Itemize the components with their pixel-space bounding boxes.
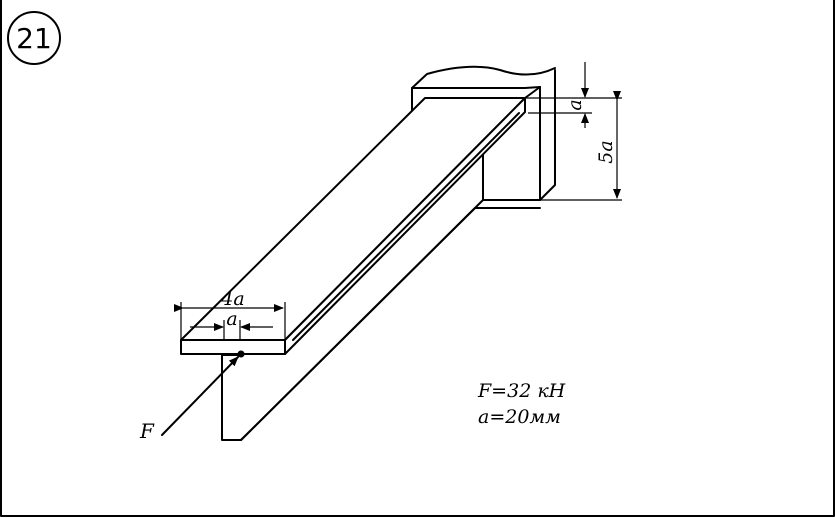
web-thickness-label: a	[226, 308, 237, 330]
beam-flange	[180, 86, 541, 355]
force-symbol: F	[139, 419, 155, 443]
problem-number: 21	[16, 22, 52, 55]
force-value: F=32 кН	[477, 380, 566, 402]
dimension-flange-width: 4a	[174, 288, 286, 340]
problem-number-badge: 21	[7, 11, 61, 65]
section-height-label: 5a	[595, 140, 617, 163]
length-value: a=20мм	[478, 406, 561, 428]
flange-width-label: 4a	[220, 288, 244, 310]
dimension-section-height: a 5a	[520, 62, 622, 201]
flange-thickness-label: a	[564, 99, 586, 110]
given-values: F=32 кН a=20мм	[477, 380, 566, 428]
dimension-web-thickness: a	[190, 308, 273, 340]
force-arrow: F	[139, 350, 245, 443]
load-point	[237, 350, 245, 358]
